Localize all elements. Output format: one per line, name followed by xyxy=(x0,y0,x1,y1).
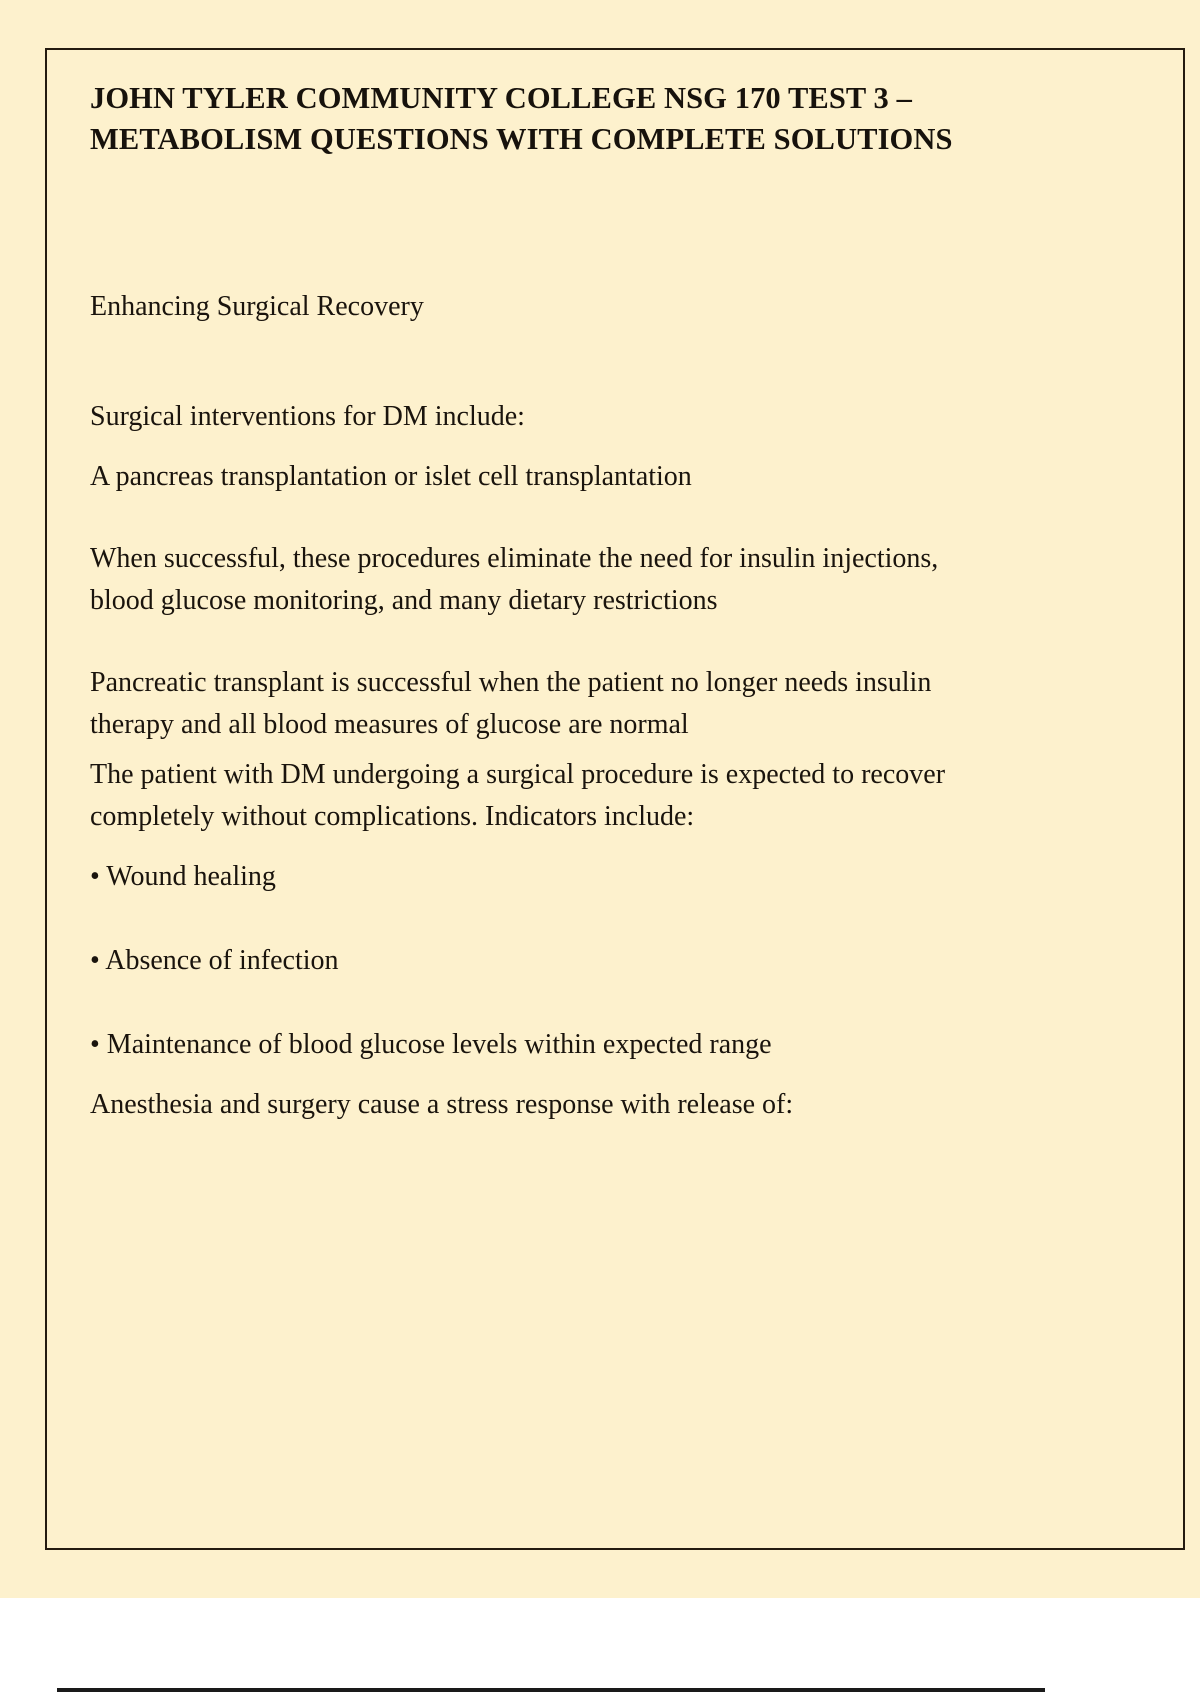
section-heading: Enhancing Surgical Recovery xyxy=(90,291,424,322)
paragraph-patient-with-dm: The patient with DM undergoing a surgica… xyxy=(90,759,946,832)
spacer xyxy=(90,746,970,754)
page-border-frame xyxy=(45,48,1185,1550)
spacer xyxy=(90,622,970,662)
spacer xyxy=(90,1066,970,1084)
spacer xyxy=(90,218,970,286)
paragraph-pancreatic-transplant-success: Pancreatic transplant is successful when… xyxy=(90,667,932,740)
document-page-2-top-border xyxy=(57,1688,1045,1692)
paragraph-when-successful: When successful, these procedures elimin… xyxy=(90,543,939,616)
list-item: • Maintenance of blood glucose levels wi… xyxy=(90,1029,772,1060)
document-body: Enhancing Surgical Recovery Surgical int… xyxy=(90,218,970,1126)
page-separator-gutter xyxy=(0,1598,1200,1700)
list-item: • Absence of infection xyxy=(90,945,339,976)
spacer xyxy=(90,438,970,456)
spacer xyxy=(90,498,970,538)
spacer xyxy=(90,982,970,1024)
list-item: • Wound healing xyxy=(90,861,276,892)
paragraph-anesthesia-stress-response: Anesthesia and surgery cause a stress re… xyxy=(90,1089,794,1120)
paragraph-surgical-interventions: Surgical interventions for DM include: xyxy=(90,401,525,432)
spacer xyxy=(90,838,970,856)
document-page-1: JOHN TYLER COMMUNITY COLLEGE NSG 170 TES… xyxy=(0,0,1200,1598)
spacer xyxy=(90,898,970,940)
page-content-area: JOHN TYLER COMMUNITY COLLEGE NSG 170 TES… xyxy=(90,78,970,1126)
document-title: JOHN TYLER COMMUNITY COLLEGE NSG 170 TES… xyxy=(90,81,953,156)
paragraph-pancreas-transplantation: A pancreas transplantation or islet cell… xyxy=(90,461,692,492)
spacer xyxy=(90,328,970,396)
